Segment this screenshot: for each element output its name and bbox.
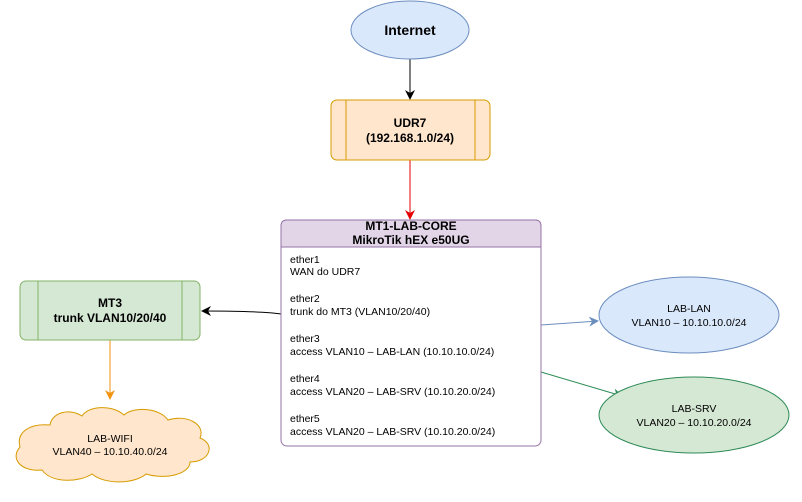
- edge-core-srv: [540, 371, 623, 399]
- port-ether5: ether5 access VLAN20 – LAB-SRV (10.10.20…: [290, 413, 495, 438]
- port-desc: access VLAN20 – LAB-SRV (10.10.20.0/24): [290, 426, 495, 438]
- internet-node[interactable]: Internet: [350, 0, 470, 60]
- port-name: ether5: [290, 413, 320, 425]
- core-title: MT1-LAB-CORE: [365, 219, 456, 233]
- lab-lan-node[interactable]: LAB-LAN VLAN10 – 10.10.10.0/24: [598, 276, 780, 354]
- lab-lan-shape: [598, 276, 780, 354]
- core-body: [280, 219, 542, 447]
- port-ether1: ether1 WAN do UDR7: [290, 254, 360, 278]
- port-name: ether1: [290, 254, 320, 266]
- udr7-subtitle: (192.168.1.0/24): [366, 131, 454, 145]
- udr7-title: UDR7: [394, 116, 427, 130]
- lab-srv-node[interactable]: LAB-SRV VLAN20 – 10.10.20.0/24: [598, 376, 790, 454]
- port-ether3: ether3 access VLAN10 – LAB-LAN (10.10.10…: [290, 333, 494, 358]
- port-name: ether2: [290, 293, 320, 305]
- internet-shape: [350, 0, 470, 60]
- port-ether4: ether4 access VLAN20 – LAB-SRV (10.10.20…: [290, 373, 495, 398]
- port-desc: access VLAN20 – LAB-SRV (10.10.20.0/24): [290, 386, 495, 398]
- internet-label: Internet: [384, 22, 436, 38]
- udr7-shape: [330, 99, 491, 161]
- port-name: ether3: [290, 333, 320, 345]
- lab-wifi-subtitle: VLAN40 – 10.10.40.0/24: [52, 446, 167, 458]
- lab-wifi-cloud-shape: [15, 407, 210, 483]
- core-node[interactable]: MT1-LAB-CORE MikroTik hEX e50UG ether1 W…: [280, 219, 542, 447]
- edge-core-lan: [540, 316, 599, 327]
- lab-wifi-title: LAB-WIFI: [87, 433, 133, 445]
- lab-wifi-node[interactable]: LAB-WIFI VLAN40 – 10.10.40.0/24: [15, 407, 210, 483]
- lab-srv-subtitle: VLAN20 – 10.10.20.0/24: [636, 417, 751, 429]
- mt3-title: MT3: [98, 296, 122, 310]
- edge-core-mt3: [201, 306, 282, 317]
- port-name: ether4: [290, 373, 320, 385]
- core-header: [280, 219, 542, 248]
- port-desc: trunk do MT3 (VLAN10/20/40): [290, 306, 430, 318]
- mt3-node[interactable]: MT3 trunk VLAN10/20/40: [19, 280, 201, 341]
- lab-lan-title: LAB-LAN: [667, 303, 711, 315]
- mt3-shape: [19, 280, 201, 341]
- port-desc: access VLAN10 – LAB-LAN (10.10.10.0/24): [290, 346, 494, 358]
- lab-srv-shape: [598, 376, 790, 454]
- lab-srv-title: LAB-SRV: [672, 403, 717, 415]
- port-desc: WAN do UDR7: [290, 266, 360, 278]
- lab-lan-subtitle: VLAN10 – 10.10.10.0/24: [631, 317, 746, 329]
- mt3-subtitle: trunk VLAN10/20/40: [54, 311, 167, 325]
- core-subtitle: MikroTik hEX e50UG: [352, 233, 469, 247]
- port-ether2: ether2 trunk do MT3 (VLAN10/20/40): [290, 293, 430, 318]
- udr7-node[interactable]: UDR7 (192.168.1.0/24): [330, 99, 491, 161]
